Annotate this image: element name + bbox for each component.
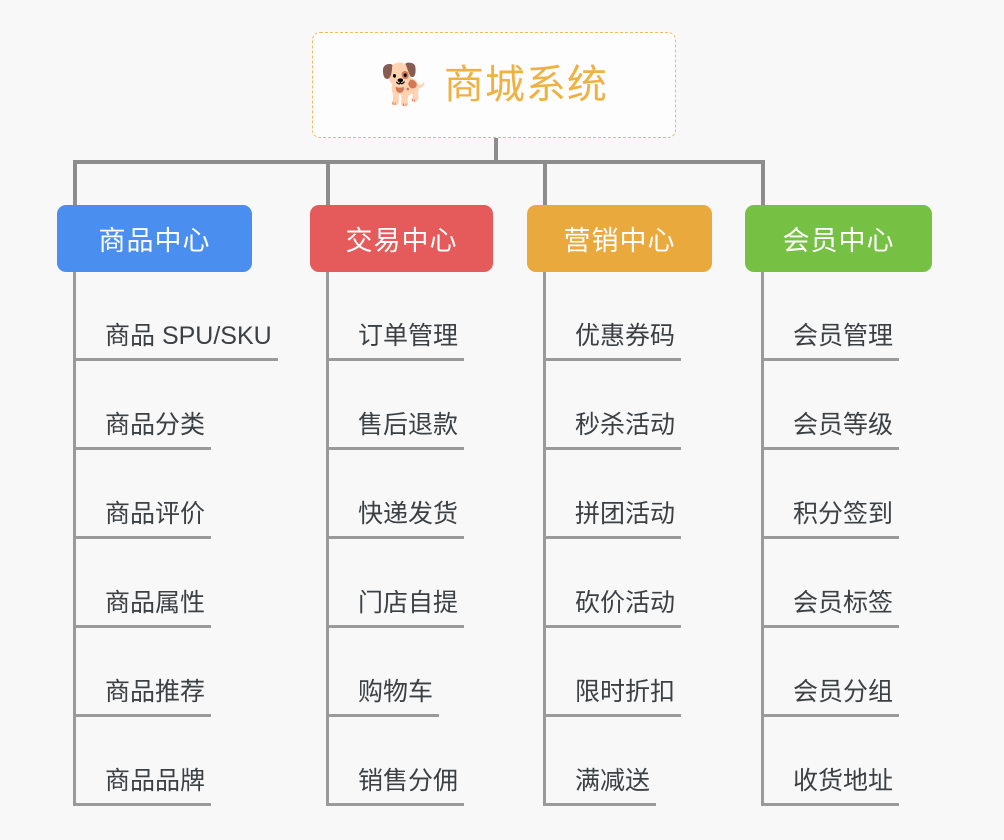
category-header-3[interactable]: 营销中心 <box>527 205 712 272</box>
branch-spine-2 <box>326 272 329 806</box>
leaf-item-label: 收货地址 <box>761 767 900 806</box>
category-header-2[interactable]: 交易中心 <box>310 205 493 272</box>
leaf-list-3: 优惠券码秒杀活动拼团活动砍价活动限时折扣满减送 <box>543 272 682 806</box>
leaf-item-label: 商品属性 <box>73 589 212 628</box>
leaf-item-label: 会员等级 <box>761 411 900 450</box>
branch-drop-connector-2 <box>326 160 330 205</box>
leaf-item[interactable]: 会员等级 <box>761 361 900 450</box>
branch-drop-connector-1 <box>73 160 77 205</box>
horizontal-bus-connector <box>73 160 765 164</box>
leaf-list-4: 会员管理会员等级积分签到会员标签会员分组收货地址 <box>761 272 900 806</box>
leaf-item-label: 商品 SPU/SKU <box>73 322 278 361</box>
leaf-item-label: 积分签到 <box>761 500 900 539</box>
leaf-item[interactable]: 优惠券码 <box>543 272 682 361</box>
leaf-list-1: 商品 SPU/SKU 商品分类商品评价商品属性商品推荐商品品牌 <box>73 272 278 806</box>
leaf-item[interactable]: 商品 SPU/SKU <box>73 272 278 361</box>
leaf-item[interactable]: 积分签到 <box>761 450 900 539</box>
root-node-title: 商城系统 <box>443 63 608 107</box>
leaf-item-label: 商品品牌 <box>73 767 212 806</box>
leaf-item-label: 售后退款 <box>326 411 465 450</box>
leaf-item[interactable]: 订单管理 <box>326 272 465 361</box>
leaf-item-label: 快递发货 <box>326 500 465 539</box>
leaf-item-label: 会员分组 <box>761 678 900 717</box>
leaf-item-label: 秒杀活动 <box>543 411 682 450</box>
shiba-dog-face-icon: 🐕 <box>380 63 430 107</box>
leaf-item[interactable]: 收货地址 <box>761 717 900 806</box>
leaf-item-label: 限时折扣 <box>543 678 682 717</box>
leaf-item[interactable]: 商品评价 <box>73 450 278 539</box>
leaf-item-label: 商品评价 <box>73 500 212 539</box>
leaf-item[interactable]: 购物车 <box>326 628 464 717</box>
leaf-item-label: 门店自提 <box>326 589 465 628</box>
branch-drop-connector-3 <box>543 160 547 205</box>
leaf-item-label: 订单管理 <box>326 322 465 361</box>
leaf-item-label: 满减送 <box>543 767 657 806</box>
leaf-item[interactable]: 限时折扣 <box>543 628 682 717</box>
leaf-item[interactable]: 拼团活动 <box>543 450 682 539</box>
branch-drop-connector-4 <box>761 160 765 205</box>
leaf-item[interactable]: 会员管理 <box>761 272 900 361</box>
root-node[interactable]: 🐕 商城系统 <box>312 32 676 138</box>
leaf-item[interactable]: 砍价活动 <box>543 539 682 628</box>
root-stem-connector <box>494 138 498 164</box>
leaf-item[interactable]: 商品推荐 <box>73 628 278 717</box>
category-header-4[interactable]: 会员中心 <box>745 205 932 272</box>
branch-spine-3 <box>543 272 546 806</box>
leaf-item[interactable]: 会员标签 <box>761 539 900 628</box>
leaf-item-label: 购物车 <box>326 678 440 717</box>
leaf-item[interactable]: 满减送 <box>543 717 681 806</box>
branch-spine-1 <box>73 272 76 806</box>
branch-spine-4 <box>761 272 764 806</box>
leaf-item[interactable]: 快递发货 <box>326 450 465 539</box>
leaf-item[interactable]: 门店自提 <box>326 539 465 628</box>
leaf-item[interactable]: 商品属性 <box>73 539 278 628</box>
leaf-item-label: 会员标签 <box>761 589 900 628</box>
leaf-item-label: 会员管理 <box>761 322 900 361</box>
leaf-item-label: 拼团活动 <box>543 500 682 539</box>
leaf-list-2: 订单管理售后退款快递发货门店自提购物车销售分佣 <box>326 272 465 806</box>
leaf-item-label: 商品分类 <box>73 411 212 450</box>
leaf-item-label: 销售分佣 <box>326 767 465 806</box>
leaf-item[interactable]: 秒杀活动 <box>543 361 682 450</box>
leaf-item-label: 砍价活动 <box>543 589 682 628</box>
leaf-item[interactable]: 售后退款 <box>326 361 465 450</box>
leaf-item-label: 优惠券码 <box>543 322 682 361</box>
leaf-item[interactable]: 商品分类 <box>73 361 278 450</box>
leaf-item[interactable]: 会员分组 <box>761 628 900 717</box>
leaf-item-label: 商品推荐 <box>73 678 212 717</box>
category-header-1[interactable]: 商品中心 <box>57 205 252 272</box>
leaf-item[interactable]: 商品品牌 <box>73 717 278 806</box>
leaf-item[interactable]: 销售分佣 <box>326 717 465 806</box>
